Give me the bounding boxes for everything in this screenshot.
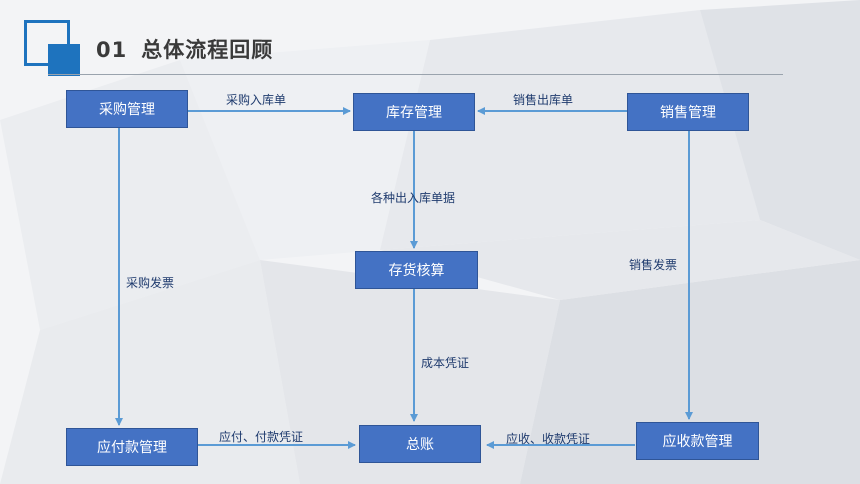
logo-square-outline <box>24 20 70 66</box>
edge-label-stock-documents: 各种出入库单据 <box>371 191 456 205</box>
node-sales-management: 销售管理 <box>627 93 749 131</box>
node-purchase-management: 采购管理 <box>66 90 188 128</box>
section-title: 总体流程回顾 <box>141 38 274 62</box>
node-payable-management: 应付款管理 <box>66 428 198 466</box>
header-divider <box>48 74 783 75</box>
logo-square-fill <box>48 44 80 76</box>
node-general-ledger: 总账 <box>359 425 481 463</box>
section-number: 01 <box>96 38 128 62</box>
edge-label-purchase-invoice: 采购发票 <box>126 276 175 290</box>
edge-label-payable-voucher: 应付、付款凭证 <box>219 430 304 444</box>
edge-label-sales-issue: 销售出库单 <box>513 93 574 107</box>
edge-label-sales-invoice: 销售发票 <box>629 258 678 272</box>
node-inventory-management: 库存管理 <box>353 93 475 131</box>
node-cost-accounting: 存货核算 <box>355 251 478 289</box>
edge-label-receivable-voucher: 应收、收款凭证 <box>506 432 591 446</box>
page-title: 01 总体流程回顾 <box>96 34 273 64</box>
edge-label-purchase-receipt: 采购入库单 <box>226 93 287 107</box>
node-receivable-management: 应收款管理 <box>636 422 759 460</box>
edge-label-cost-voucher: 成本凭证 <box>421 356 470 370</box>
